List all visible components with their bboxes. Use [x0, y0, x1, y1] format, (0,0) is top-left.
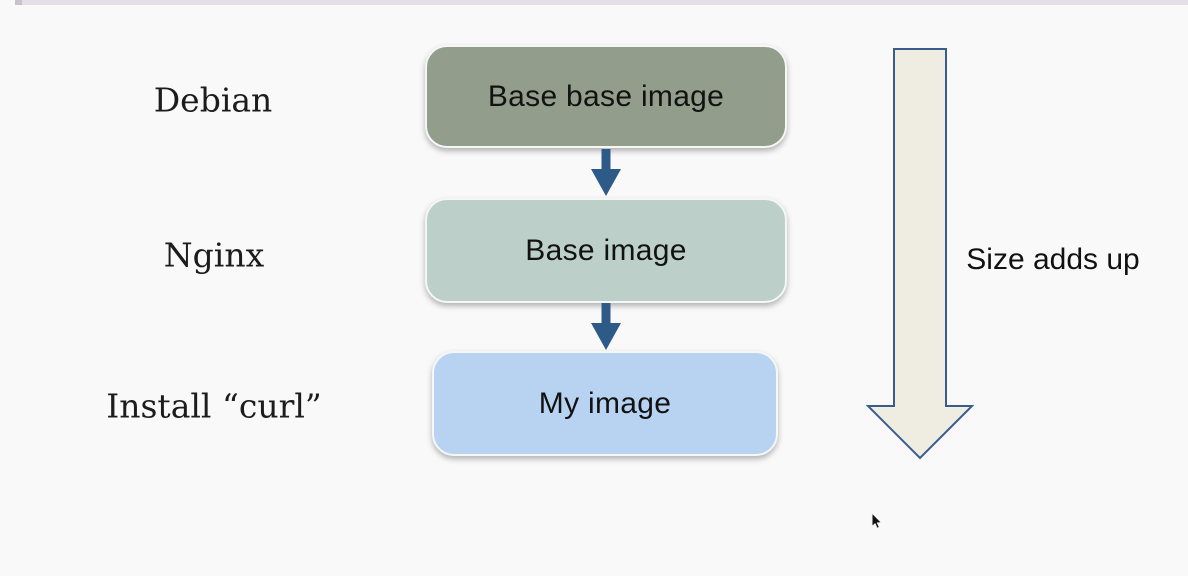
box-my-image-label: My image [538, 386, 672, 420]
box-my-image: My image [432, 351, 778, 456]
big-down-arrow-shape [865, 48, 975, 460]
mouse-pointer-icon [871, 513, 883, 529]
big-down-arrow-icon [865, 48, 975, 460]
down-arrow-icon [591, 149, 621, 196]
mouse-pointer-shape [871, 513, 883, 529]
down-arrow-shape [591, 149, 621, 196]
box-base-base-image-label: Base base image [487, 79, 725, 113]
box-base-image: Base image [425, 198, 787, 303]
down-arrow-shape [591, 303, 621, 350]
top-divider-bar [15, 0, 1188, 5]
row-label-debian: Debian [153, 80, 273, 120]
size-adds-up-label: Size adds up [966, 243, 1140, 276]
down-arrow-icon [591, 303, 621, 350]
top-divider-bar-accent [15, 0, 22, 5]
box-base-base-image: Base base image [425, 45, 787, 148]
row-label-install-curl: Install “curl” [106, 386, 322, 426]
row-label-nginx: Nginx [163, 235, 265, 275]
box-base-image-label: Base image [525, 233, 687, 267]
